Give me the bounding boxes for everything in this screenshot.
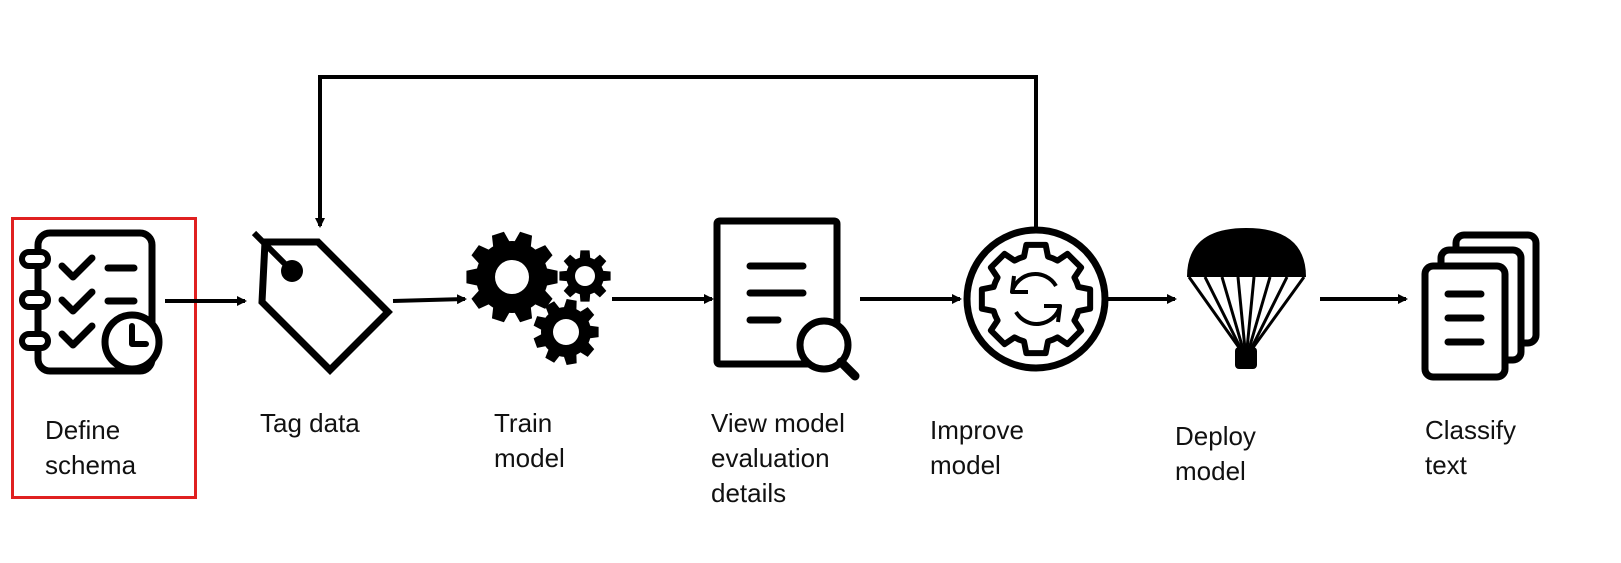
step-label-classify-text: Classify text <box>1425 415 1517 480</box>
step-label-deploy-model: Deploy model <box>1175 421 1256 486</box>
step-label-define-schema: Define schema <box>45 415 137 480</box>
document-search-icon <box>713 217 860 381</box>
step-label-tag-data: Tag data <box>260 408 360 438</box>
arrow-tag-to-train <box>392 294 467 305</box>
large-gear-hole <box>495 260 529 294</box>
step-label-view-model-evaluation: View model evaluation details <box>711 408 845 508</box>
step-label-improve-model: Improve model <box>930 415 1024 480</box>
gear-refresh-icon <box>963 226 1109 372</box>
step-label-train-model: Train model <box>494 408 565 473</box>
feedback-loop-arrow <box>315 75 1038 229</box>
small-gear-hole <box>575 266 595 286</box>
parachute-icon <box>1187 228 1306 369</box>
selected-step-highlight <box>11 217 197 499</box>
improve-gear-outline <box>978 241 1094 357</box>
connectors <box>165 75 1408 306</box>
tag-icon <box>251 230 393 375</box>
gears-icon <box>466 231 611 365</box>
medium-gear-hole <box>553 319 579 345</box>
checklist-clock-icon <box>19 229 163 375</box>
documents-stack-icon <box>1421 231 1540 381</box>
